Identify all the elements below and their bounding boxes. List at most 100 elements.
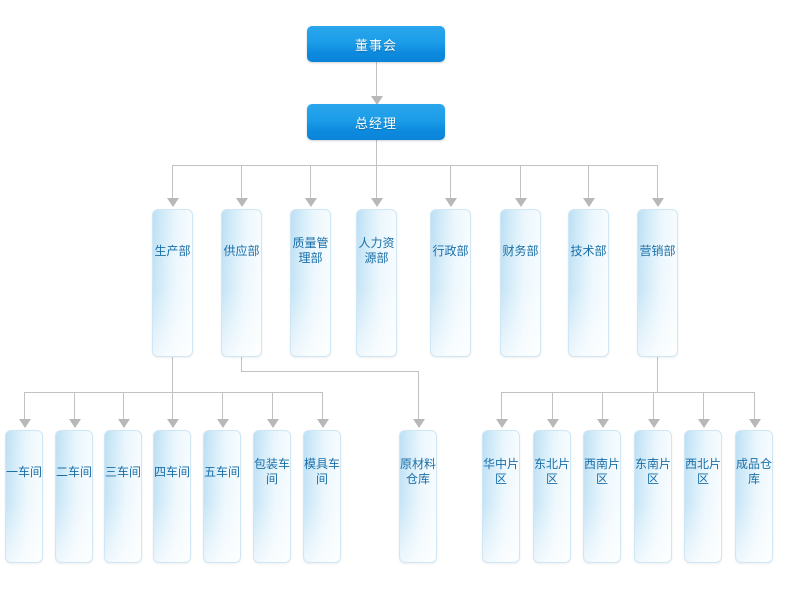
node-department-supply[interactable]: 供应部 <box>221 209 262 357</box>
node-department-marketing[interactable]: 营销部 <box>637 209 678 357</box>
connector-dept-drop-1 <box>172 165 173 200</box>
connector-department-bus <box>172 165 657 166</box>
arrow-workshop-5 <box>217 419 229 428</box>
arrow-workshop-6 <box>267 419 279 428</box>
connector-workshop-drop-2 <box>74 392 75 421</box>
node-department-production-label: 生产部 <box>154 244 191 258</box>
node-department-supply-label: 供应部 <box>223 244 260 258</box>
connector-dept-drop-5 <box>450 165 451 200</box>
connector-region-drop-6 <box>754 392 755 421</box>
node-raw-material-warehouse-label: 原材料仓库 <box>400 457 437 486</box>
arrow-region-3 <box>597 419 609 428</box>
arrow-dept-4 <box>371 198 383 207</box>
connector-dept-drop-6 <box>520 165 521 200</box>
connector-region-drop-4 <box>653 392 654 421</box>
arrow-dept-6 <box>515 198 527 207</box>
node-workshop-mold-label: 模具车间 <box>304 457 341 486</box>
node-workshop-2-label: 二车间 <box>56 465 93 479</box>
connector-dept-drop-7 <box>588 165 589 200</box>
node-workshop-4-label: 四车间 <box>154 465 191 479</box>
arrow-dept-5 <box>445 198 457 207</box>
arrow-workshop-7 <box>317 419 329 428</box>
node-department-technology-label: 技术部 <box>570 244 607 258</box>
node-department-quality-label: 质量管理部 <box>292 236 329 265</box>
node-workshop-5[interactable]: 五车间 <box>203 430 241 563</box>
node-region-northeast[interactable]: 东北片区 <box>533 430 571 563</box>
node-department-finance-label: 财务部 <box>502 244 539 258</box>
node-department-production[interactable]: 生产部 <box>152 209 193 357</box>
node-workshop-1-label: 一车间 <box>6 465 43 479</box>
arrow-region-4 <box>648 419 660 428</box>
arrow-board-to-gm <box>371 96 383 105</box>
node-department-technology[interactable]: 技术部 <box>568 209 609 357</box>
node-region-central-china-label: 华中片区 <box>483 457 520 486</box>
connector-workshop-drop-4 <box>172 392 173 421</box>
connector-marketing-drop <box>657 357 658 392</box>
connector-workshop-drop-3 <box>123 392 124 421</box>
connector-supply-elbow <box>241 371 418 372</box>
connector-workshop-drop-7 <box>322 392 323 421</box>
node-workshop-2[interactable]: 二车间 <box>55 430 93 563</box>
node-board-label: 董事会 <box>354 38 397 54</box>
arrow-dept-3 <box>305 198 317 207</box>
node-region-southeast[interactable]: 东南片区 <box>634 430 672 563</box>
node-department-hr-label: 人力资源部 <box>358 236 395 265</box>
connector-dept-drop-8 <box>657 165 658 200</box>
node-region-central-china[interactable]: 华中片区 <box>482 430 520 563</box>
connector-marketing-bus <box>501 392 754 393</box>
arrow-dept-2 <box>236 198 248 207</box>
arrow-workshop-3 <box>118 419 130 428</box>
connector-region-drop-5 <box>703 392 704 421</box>
node-board[interactable]: 董事会 <box>307 26 445 62</box>
connector-supply-drop <box>241 357 242 371</box>
node-department-marketing-label: 营销部 <box>639 244 676 258</box>
arrow-workshop-2 <box>69 419 81 428</box>
node-region-southwest[interactable]: 西南片区 <box>583 430 621 563</box>
node-workshop-4[interactable]: 四车间 <box>153 430 191 563</box>
connector-gm-drop <box>376 139 377 165</box>
arrow-region-5 <box>698 419 710 428</box>
connector-workshop-drop-5 <box>222 392 223 421</box>
node-workshop-3[interactable]: 三车间 <box>104 430 142 563</box>
connector-board-to-gm <box>376 62 377 98</box>
connector-dept-drop-3 <box>310 165 311 200</box>
arrow-dept-7 <box>583 198 595 207</box>
node-region-northeast-label: 东北片区 <box>534 457 571 486</box>
connector-supply-to-warehouse <box>418 371 419 421</box>
node-workshop-mold[interactable]: 模具车间 <box>303 430 341 563</box>
arrow-raw-material-warehouse <box>413 419 425 428</box>
arrow-region-1 <box>496 419 508 428</box>
node-finished-goods-warehouse[interactable]: 成品仓库 <box>735 430 773 563</box>
node-department-admin[interactable]: 行政部 <box>430 209 471 357</box>
connector-region-drop-1 <box>501 392 502 421</box>
node-region-northwest-label: 西北片区 <box>685 457 722 486</box>
node-department-finance[interactable]: 财务部 <box>500 209 541 357</box>
connector-workshop-drop-6 <box>272 392 273 421</box>
node-general-manager[interactable]: 总经理 <box>307 104 445 140</box>
connector-dept-drop-2 <box>241 165 242 200</box>
node-workshop-3-label: 三车间 <box>105 465 142 479</box>
arrow-region-6 <box>749 419 761 428</box>
node-region-southwest-label: 西南片区 <box>584 457 621 486</box>
connector-dept-drop-4 <box>376 165 377 200</box>
node-workshop-5-label: 五车间 <box>204 465 241 479</box>
node-region-northwest[interactable]: 西北片区 <box>684 430 722 563</box>
connector-production-bus <box>24 392 322 393</box>
node-region-southeast-label: 东南片区 <box>635 457 672 486</box>
connector-region-drop-2 <box>552 392 553 421</box>
arrow-region-2 <box>547 419 559 428</box>
arrow-workshop-4 <box>167 419 179 428</box>
arrow-dept-8 <box>652 198 664 207</box>
connector-production-drop <box>172 357 173 392</box>
node-department-quality[interactable]: 质量管理部 <box>290 209 331 357</box>
node-raw-material-warehouse[interactable]: 原材料仓库 <box>399 430 437 563</box>
node-department-admin-label: 行政部 <box>432 244 469 258</box>
node-general-manager-label: 总经理 <box>354 116 397 132</box>
node-finished-goods-warehouse-label: 成品仓库 <box>736 457 773 486</box>
node-workshop-packaging-label: 包装车间 <box>254 457 291 486</box>
node-workshop-1[interactable]: 一车间 <box>5 430 43 563</box>
node-workshop-packaging[interactable]: 包装车间 <box>253 430 291 563</box>
arrow-dept-1 <box>167 198 179 207</box>
node-department-hr[interactable]: 人力资源部 <box>356 209 397 357</box>
